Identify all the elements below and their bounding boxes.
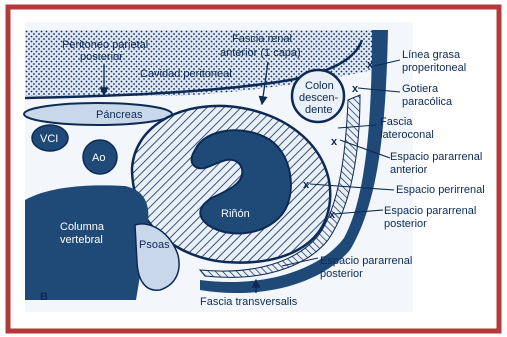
marker-x-3: x [331, 136, 338, 148]
label-fascia-lat-2: lateroconal [380, 129, 434, 141]
marker-x-5: x [329, 209, 336, 221]
espacio-perirrenal-leader [309, 183, 395, 191]
label-vci: VCI [40, 133, 58, 145]
label-gotiera-2: paracólica [402, 96, 453, 108]
label-colon-3: dente [305, 104, 333, 116]
espacio-posterior-leader-a [333, 209, 384, 215]
espacio-anterior-leader [339, 139, 391, 159]
vertebral-column-shape [25, 185, 149, 300]
label-esp-post-a-2: posterior [384, 218, 427, 230]
fascia-lateroconal-leader [337, 124, 377, 129]
posterior-pararenal-band [198, 94, 361, 278]
label-psoas: Psoas [139, 239, 170, 251]
label-esp-ant-2: anterior [390, 164, 428, 176]
aorta-shape [82, 139, 118, 175]
parietal-peritoneum-line [24, 39, 364, 100]
label-pancreas: Páncreas [96, 109, 143, 121]
colon-shape [290, 68, 346, 124]
psoas-shape [134, 223, 180, 291]
label-columna-1: Columna [60, 221, 105, 233]
gotiera-leader [357, 87, 401, 93]
vci-shape [31, 124, 69, 152]
marker-x-4: x [303, 179, 310, 191]
label-esp-ant-1: Espacio pararrenal [390, 151, 482, 163]
label-esp-post-b-2: posterior [320, 268, 363, 280]
espacio-posterior-leader-b [281, 257, 319, 267]
panel-letter: B [40, 291, 48, 303]
label-fascia-lat-1: Fascia [380, 116, 413, 128]
label-fascia-transversalis: Fascia transversalis [200, 296, 298, 308]
label-colon-1: Colon [305, 80, 334, 92]
linea-grasa-leader [373, 59, 401, 67]
label-columna-2: vertebral [60, 234, 103, 246]
label-colon-2: descen- [299, 92, 338, 104]
renal-fascia-leader [258, 61, 269, 106]
red-frame [5, 4, 502, 334]
label-peritoneo-1: Peritoneo parietal [62, 39, 148, 51]
label-peritoneo-2: posterior [80, 51, 123, 63]
label-cavidad: Cavidad peritoneal [140, 68, 232, 80]
label-esp-peri: Espacio perirrenal [396, 184, 485, 196]
label-gotiera-1: Gotiera [402, 83, 439, 95]
kidney-shape [190, 129, 292, 235]
marker-x-2: x [352, 83, 359, 95]
label-linea-2: properitoneal [402, 62, 466, 74]
label-fascia-renal-2: anterior (1 capa) [220, 47, 301, 59]
label-fascia-renal-1: Fascia renal [232, 33, 292, 45]
label-esp-post-b-1: Espacio pararrenal [320, 255, 412, 267]
perirenal-space [130, 104, 332, 264]
peritoneal-cavity-region [25, 30, 372, 96]
label-rinon: Riñón [221, 208, 250, 220]
label-linea-1: Línea grasa [402, 49, 461, 61]
label-esp-post-a-1: Espacio pararrenal [384, 205, 476, 217]
label-ao: Ao [92, 152, 105, 164]
marker-x-1: x [367, 59, 374, 71]
